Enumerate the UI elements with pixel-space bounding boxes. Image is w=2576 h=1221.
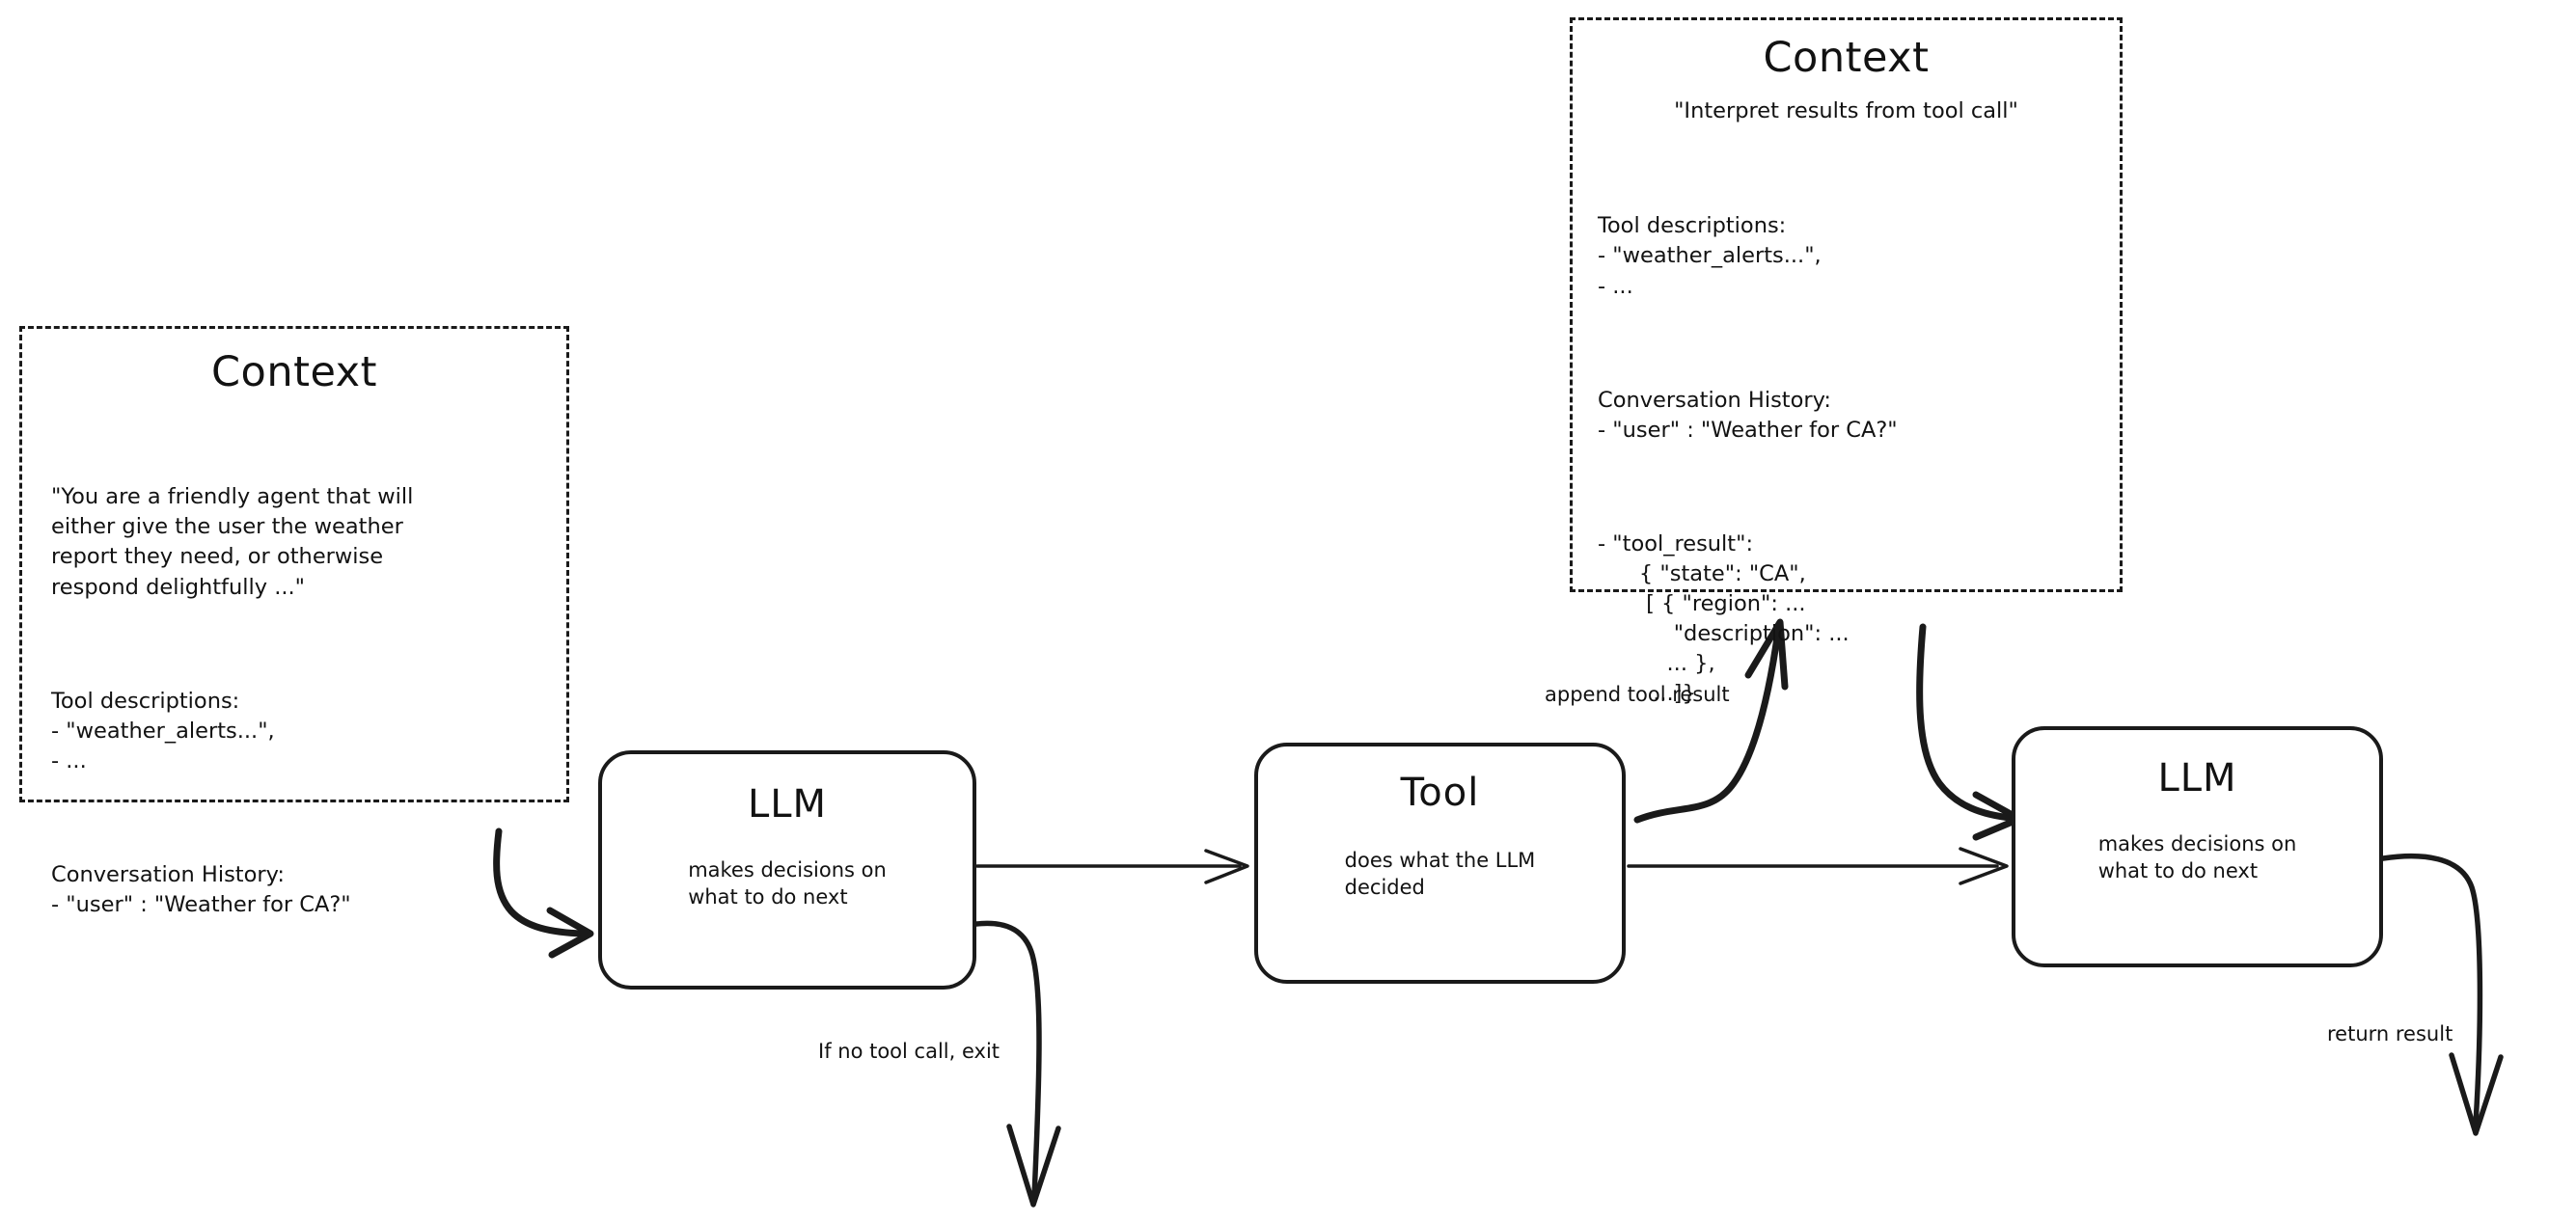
context-left-system-prompt: "You are a friendly agent that will eith… bbox=[51, 484, 414, 600]
context-left-tool-descriptions: Tool descriptions: - "weather_alerts..."… bbox=[51, 688, 275, 773]
node-llm-2-title: LLM bbox=[2157, 756, 2237, 800]
arrow-tool-to-llm2 bbox=[1627, 847, 2009, 885]
node-llm-2-subtitle: makes decisions on what to do next bbox=[2097, 832, 2297, 883]
context-box-right: Context "Interpret results from tool cal… bbox=[1570, 17, 2123, 706]
node-tool-title: Tool bbox=[1400, 771, 1480, 815]
edge-label-if-no-tool-call-exit: If no tool call, exit bbox=[818, 1040, 1000, 1063]
node-tool[interactable]: Tool does what the LLM decided bbox=[1254, 743, 1626, 984]
node-llm-2[interactable]: LLM makes decisions on what to do next bbox=[2012, 726, 2383, 967]
context-right-title: Context bbox=[1763, 34, 1930, 82]
arrow-return-result bbox=[2380, 853, 2504, 1136]
node-llm-1-title: LLM bbox=[747, 782, 828, 827]
context-right-tool-descriptions: Tool descriptions: - "weather_alerts..."… bbox=[1598, 213, 1822, 299]
context-left-conversation-history: Conversation History: - "user" : "Weathe… bbox=[51, 861, 351, 917]
context-right-conversation-history: Conversation History: - "user" : "Weathe… bbox=[1598, 387, 1898, 443]
edge-label-return-result: return result bbox=[2327, 1022, 2453, 1045]
context-right-tool-result: - "tool_result": { "state": "CA", [ { "r… bbox=[1598, 530, 1850, 707]
context-right-prompt: "Interpret results from tool call" bbox=[1674, 98, 2018, 124]
context-box-left: Context "You are a friendly agent that w… bbox=[19, 326, 569, 917]
arrow-llm1-to-tool bbox=[975, 849, 1249, 884]
node-llm-1-subtitle: makes decisions on what to do next bbox=[688, 858, 887, 909]
context-left-body: "You are a friendly agent that will eith… bbox=[51, 422, 537, 980]
node-tool-subtitle: does what the LLM decided bbox=[1344, 849, 1536, 900]
context-right-body: Tool descriptions: - "weather_alerts..."… bbox=[1598, 151, 2095, 769]
node-llm-1[interactable]: LLM makes decisions on what to do next bbox=[598, 750, 976, 990]
edge-label-append-tool-result: append tool result bbox=[1545, 683, 1730, 706]
context-left-title: Context bbox=[211, 348, 377, 396]
